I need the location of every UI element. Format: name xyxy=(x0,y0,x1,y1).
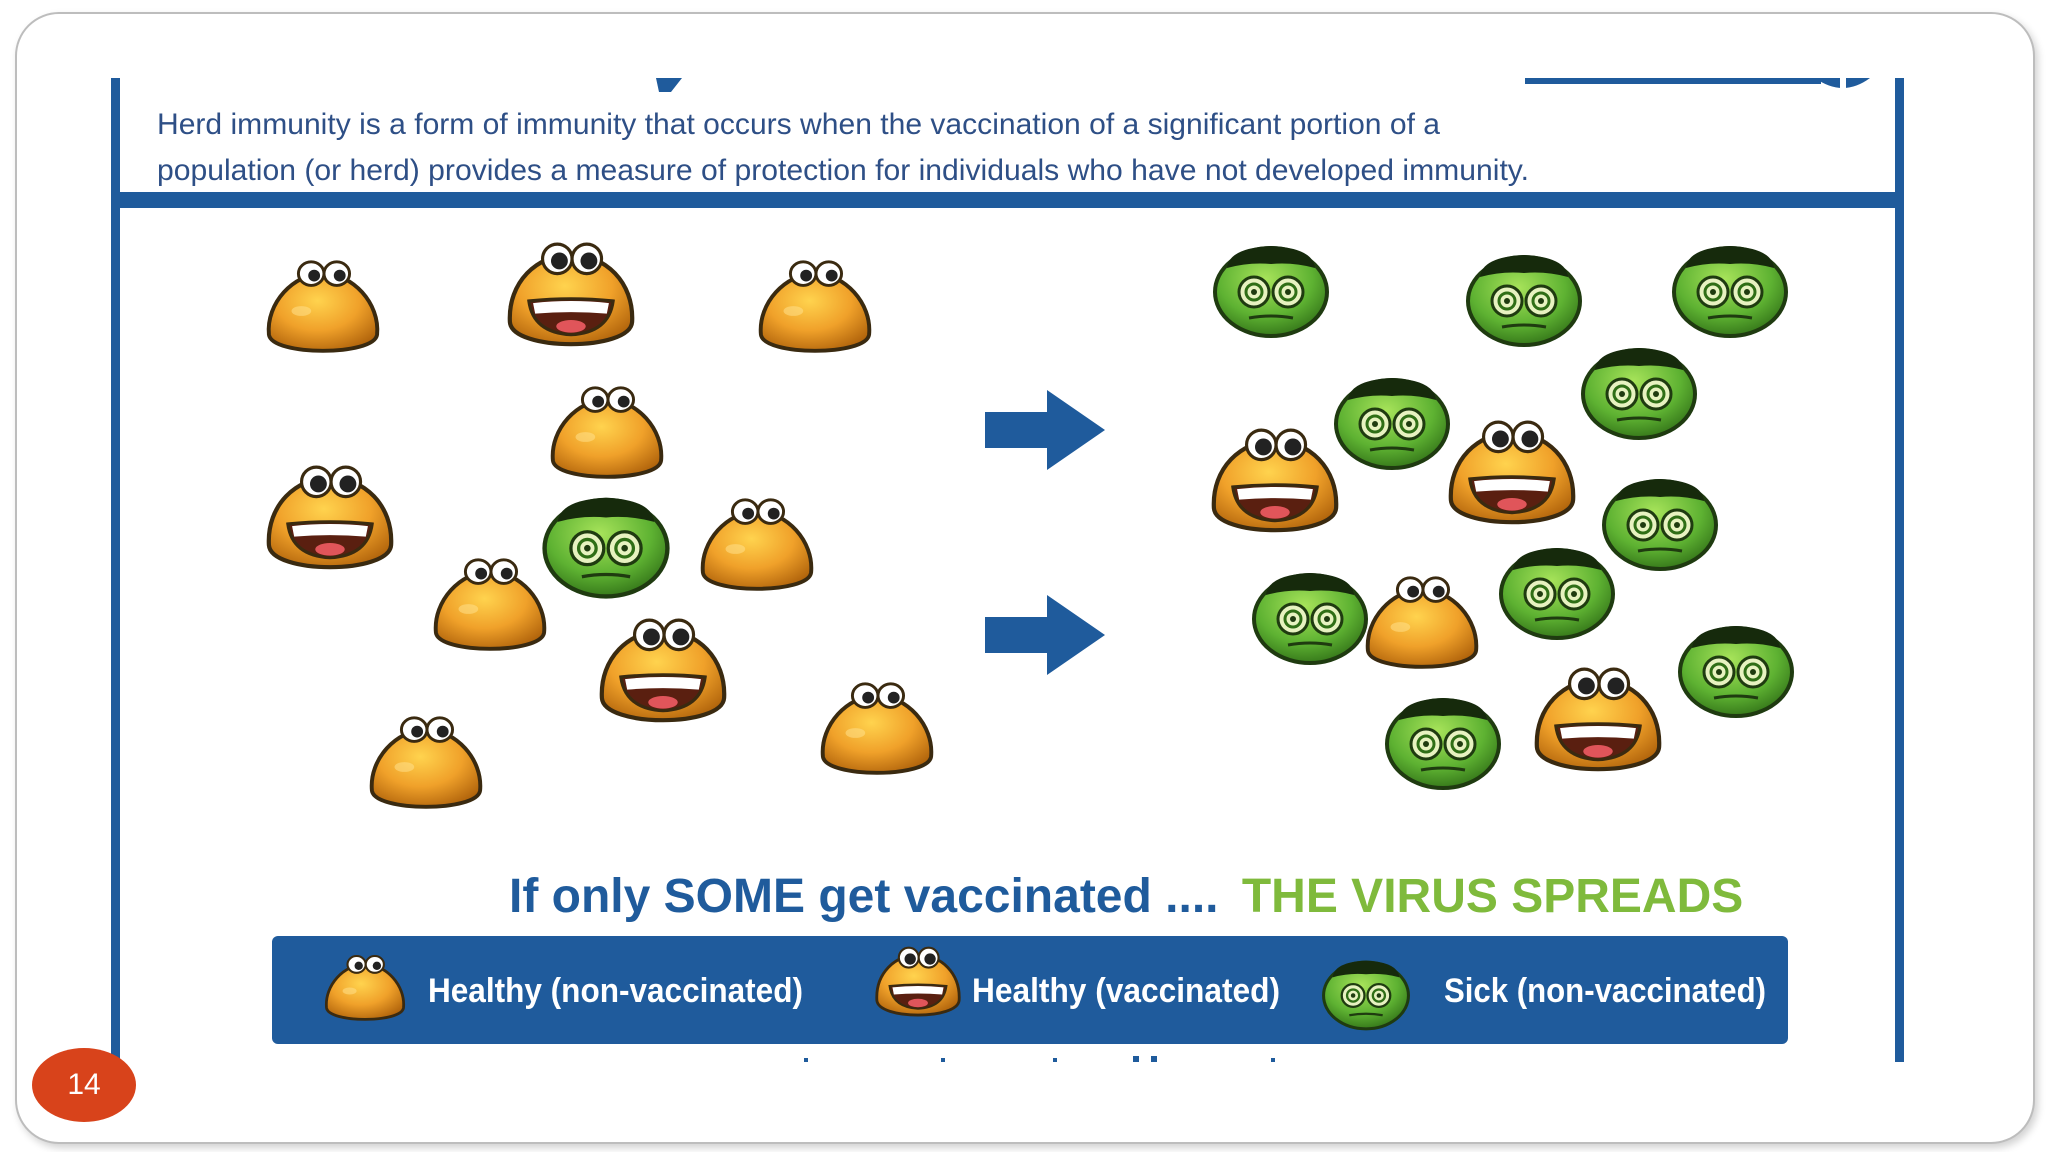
sick-nonvaccinated-icon xyxy=(1672,244,1788,338)
healthy-nonvaccinated-icon xyxy=(1365,575,1479,669)
header-divider xyxy=(111,192,1904,208)
healthy-nonvaccinated-icon xyxy=(820,681,934,775)
arrow-right-icon xyxy=(985,390,1105,470)
legend-box xyxy=(272,936,1788,1044)
sick-nonvaccinated-icon xyxy=(1322,959,1410,1031)
healthy-vaccinated-icon xyxy=(602,620,724,720)
legend-label-sick-nonvaccinated: Sick (non-vaccinated) xyxy=(1444,972,1766,1010)
legend-label-healthy-vaccinated: Healthy (vaccinated) xyxy=(972,972,1280,1010)
clipped-logo-text-fragment xyxy=(1525,78,1821,84)
healthy-vaccinated-icon xyxy=(269,467,391,567)
clipped-title-fragment xyxy=(656,78,682,92)
healthy-vaccinated-icon xyxy=(1537,669,1659,769)
sick-nonvaccinated-icon xyxy=(1602,477,1718,571)
healthy-nonvaccinated-icon xyxy=(700,497,814,591)
arrow-right-icon xyxy=(985,595,1105,675)
frame-right-border xyxy=(1895,78,1904,1062)
page-number-badge: 14 xyxy=(32,1048,136,1122)
sick-nonvaccinated-icon xyxy=(1466,253,1582,347)
healthy-nonvaccinated-icon xyxy=(433,557,547,651)
sick-nonvaccinated-icon xyxy=(1499,546,1615,640)
healthy-vaccinated-icon xyxy=(1214,430,1336,530)
sick-nonvaccinated-icon xyxy=(1334,376,1450,470)
clipped-logo-icon-mark xyxy=(1840,78,1846,90)
healthy-nonvaccinated-icon xyxy=(550,385,664,479)
frame-left-border xyxy=(111,78,120,1062)
caption-part-1: If only SOME get vaccinated .... xyxy=(509,870,1219,923)
healthy-nonvaccinated-icon xyxy=(266,259,380,353)
sick-nonvaccinated-icon xyxy=(1385,696,1501,790)
sick-nonvaccinated-icon xyxy=(1213,244,1329,338)
healthy-vaccinated-icon xyxy=(1451,422,1573,522)
caption: If only SOME get vaccinated .... THE VIR… xyxy=(509,870,1743,923)
intro-text-line-1: Herd immunity is a form of immunity that… xyxy=(157,108,1440,141)
healthy-nonvaccinated-icon xyxy=(758,259,872,353)
herd-immunity-figure: Herd immunity is a form of immunity that… xyxy=(111,78,1904,1062)
intro-text-line-2: population (or herd) provides a measure … xyxy=(157,154,1529,187)
caption-part-2: THE VIRUS SPREADS xyxy=(1242,870,1743,923)
legend-label-healthy-nonvaccinated: Healthy (non-vaccinated) xyxy=(428,972,803,1010)
healthy-nonvaccinated-icon xyxy=(369,715,483,809)
sick-nonvaccinated-icon xyxy=(1678,624,1794,718)
sick-nonvaccinated-icon xyxy=(1581,346,1697,440)
clipped-footer-text-fragment xyxy=(804,1056,1275,1062)
sick-nonvaccinated-icon xyxy=(1252,571,1368,665)
sick-nonvaccinated-icon xyxy=(545,498,668,597)
healthy-vaccinated-icon xyxy=(510,244,632,344)
